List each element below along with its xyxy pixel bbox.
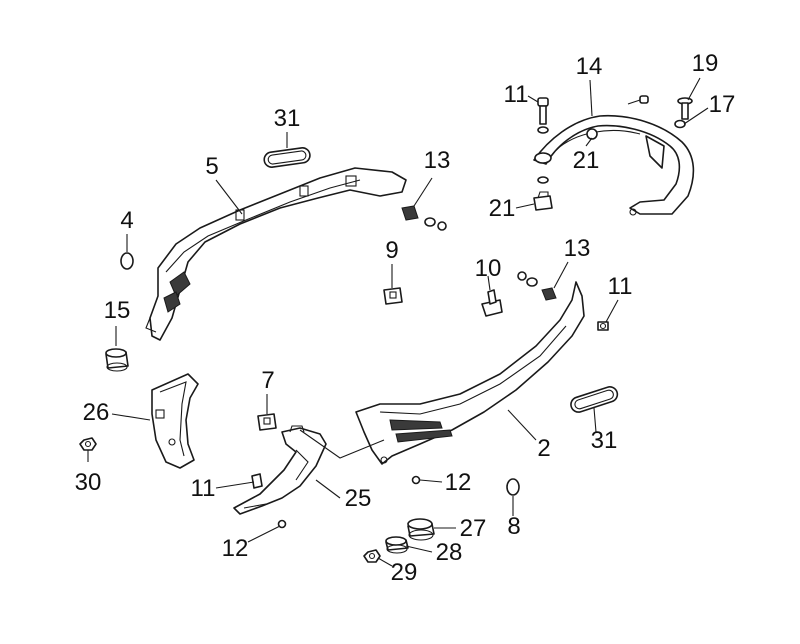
callout-2: 2	[537, 435, 550, 462]
callout-29: 29	[391, 559, 418, 586]
rail-screw	[627, 95, 649, 105]
part-12-screw-upper	[411, 475, 421, 485]
part-8-o-ring	[506, 478, 520, 496]
callout-11-lower: 11	[191, 475, 216, 502]
callout-26: 26	[83, 399, 110, 426]
callout-7: 7	[261, 367, 274, 394]
part-28-grommet	[385, 536, 409, 554]
callout-27: 27	[460, 515, 487, 542]
callout-11-upper: 11	[504, 81, 529, 108]
callout-4: 4	[120, 207, 133, 234]
callout-10: 10	[475, 255, 502, 282]
part-30-nut	[79, 437, 97, 451]
part-15-grommet	[105, 348, 129, 372]
part-11-bolt-upper	[534, 97, 552, 184]
callout-25: 25	[345, 485, 372, 512]
part-10-push-rivet	[481, 289, 503, 317]
part-12-screw-lower	[277, 519, 287, 529]
part-19-screw	[677, 97, 693, 120]
callout-17: 17	[709, 91, 736, 118]
callout-11-right: 11	[608, 273, 633, 300]
callout-13-lower: 13	[564, 235, 591, 262]
part-7-clip-nut	[257, 413, 277, 431]
part-26-bracket-cover	[151, 373, 199, 469]
callout-21-upper: 21	[573, 147, 600, 174]
part-9-clip-nut	[383, 287, 403, 305]
callout-30: 30	[75, 469, 102, 496]
part-13-bushing-lower	[517, 271, 557, 301]
part-14-grab-rail	[533, 114, 695, 216]
part-21-clip-upper	[586, 128, 598, 140]
part-17-washer	[674, 119, 686, 129]
part-13-bushing-upper	[401, 205, 447, 231]
part-5-side-cover	[145, 167, 407, 341]
callout-9: 9	[385, 237, 398, 264]
callout-12-upper: 12	[445, 469, 472, 496]
part-31-reflector-lower	[570, 386, 619, 413]
leader-lines	[87, 77, 709, 567]
callout-31-upper: 31	[274, 105, 301, 132]
callout-labels: 31 5 13 4 15 26 30 11 14 19 17 21 21 9 1…	[75, 50, 736, 586]
part-31-reflector-upper	[263, 147, 311, 168]
callout-19: 19	[692, 50, 719, 77]
callout-21-lower: 21	[489, 195, 516, 222]
callout-15: 15	[104, 297, 131, 324]
callout-13-upper: 13	[424, 147, 451, 174]
part-25-bracket	[233, 425, 327, 515]
callout-5: 5	[205, 153, 218, 180]
callout-28: 28	[436, 539, 463, 566]
callout-8: 8	[507, 513, 520, 540]
part-21-clip-lower	[533, 191, 553, 211]
part-29-nut	[363, 549, 381, 563]
callout-12-lower: 12	[222, 535, 249, 562]
part-4-o-ring	[120, 252, 134, 270]
part-11-screw-right	[597, 321, 609, 331]
part-2-lower-panel	[355, 281, 585, 465]
part-11-bolt-lower	[251, 473, 263, 489]
part-27-grommet	[407, 518, 435, 541]
callout-14: 14	[576, 53, 603, 80]
callout-31-lower: 31	[591, 427, 618, 454]
